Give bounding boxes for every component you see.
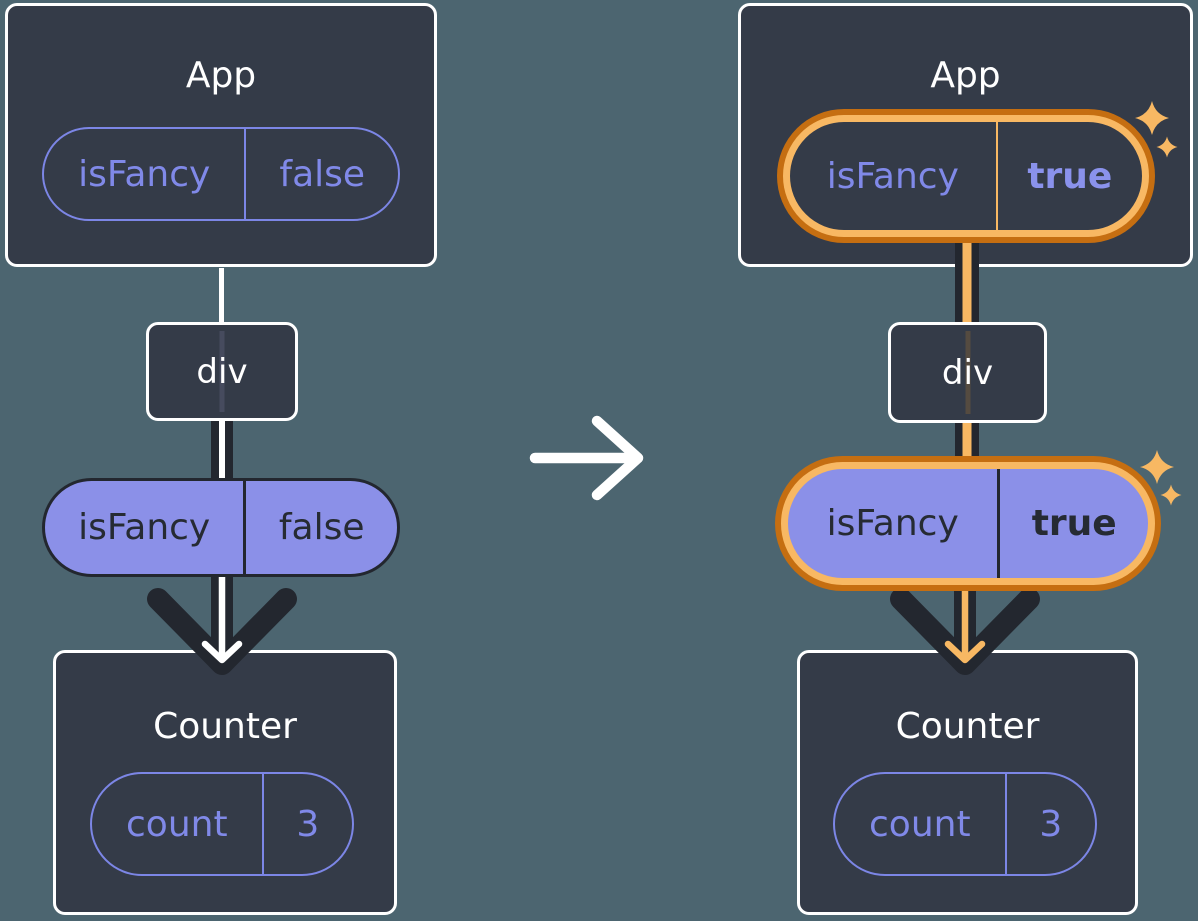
prop-name: isFancy	[45, 481, 247, 574]
prop-value: false	[278, 507, 365, 548]
state-name: count	[92, 774, 264, 874]
state-pill-right: count 3	[833, 772, 1097, 876]
connector-core	[962, 228, 972, 323]
prop-pill-left: isFancy false	[42, 478, 400, 577]
app-prop-pill-left: isFancy false	[42, 127, 400, 221]
div-label: div	[941, 352, 994, 393]
app-title: App	[930, 55, 1001, 96]
connector-app-div-right	[955, 228, 979, 323]
connector-div-pill-left	[211, 421, 233, 479]
pass-through-stripe	[965, 331, 970, 414]
down-arrow-icon	[147, 566, 297, 675]
counter-title: Counter	[153, 706, 297, 747]
state-name: count	[835, 774, 1007, 874]
state-pill-left: count 3	[90, 772, 354, 876]
sparkles-icon	[1135, 101, 1178, 158]
prop-value: true	[1027, 155, 1113, 197]
prop-name: isFancy	[788, 469, 1001, 578]
pass-through-stripe	[219, 331, 225, 412]
prop-name: isFancy	[44, 129, 247, 219]
div-card-left: div	[146, 322, 298, 421]
connector-core	[219, 421, 225, 479]
connector-core	[962, 423, 972, 479]
prop-value: true	[1031, 503, 1117, 544]
div-card-right: div	[888, 322, 1047, 423]
prop-pill-right-highlighted: isFancy true	[781, 462, 1155, 585]
prop-name: isFancy	[790, 122, 998, 230]
div-label: div	[196, 351, 248, 392]
counter-card-left: Counter	[53, 650, 397, 915]
sparkles-icon	[1140, 450, 1182, 506]
state-value: 3	[296, 803, 320, 845]
right-arrow-icon	[529, 415, 644, 501]
app-prop-pill-right-highlighted: isFancy true	[783, 115, 1149, 237]
down-arrow-icon	[890, 566, 1040, 675]
state-value: 3	[1039, 803, 1063, 845]
app-title: App	[185, 55, 257, 96]
connector-app-div-left	[219, 268, 224, 324]
counter-title: Counter	[895, 706, 1040, 747]
prop-value: false	[279, 153, 366, 195]
